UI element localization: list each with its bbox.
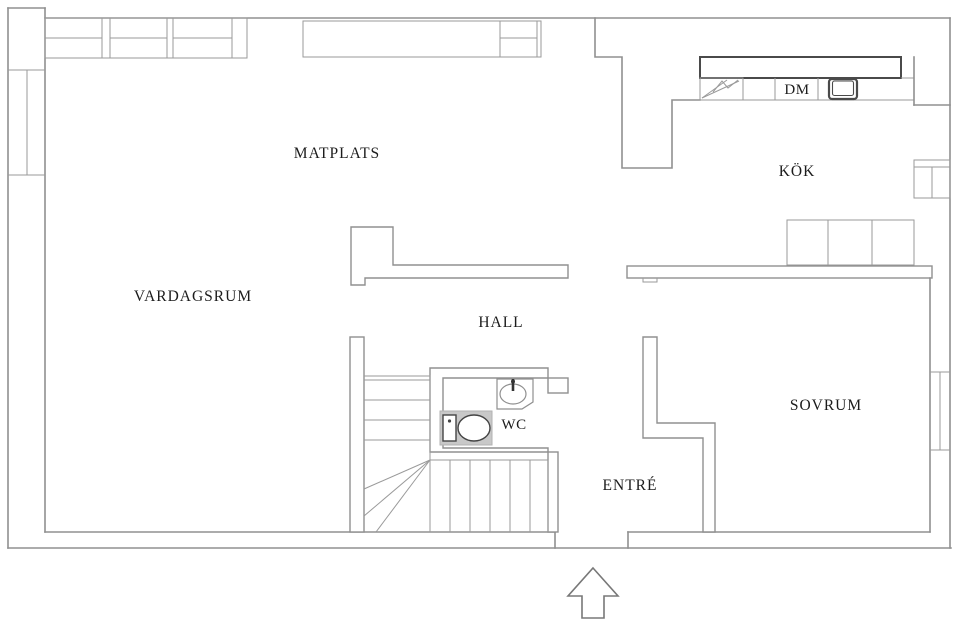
faucet-handle	[511, 379, 515, 384]
sovrum-north-wall	[626, 265, 933, 279]
washbasin	[496, 378, 534, 410]
window-left	[8, 69, 45, 176]
stair-winder	[363, 459, 431, 490]
stove-zigzag	[712, 79, 739, 93]
sink-outer	[827, 77, 859, 101]
stair-winder	[363, 459, 431, 517]
kitchen-counter	[699, 56, 902, 79]
chimney-wall	[594, 17, 701, 169]
entrance-arrow-icon	[566, 566, 620, 619]
toilet-tank	[442, 414, 457, 442]
stove-box	[699, 77, 744, 101]
stair-winder	[375, 459, 431, 533]
sideboard	[302, 20, 501, 58]
wc-wall-jog	[547, 377, 569, 394]
hall-divider-wall	[350, 226, 569, 286]
kitchen-lower-cabinets	[786, 219, 915, 266]
label-wc: WC	[501, 417, 526, 433]
room-labels: MATPLATS VARDAGSRUM KÖK DM HALL WC SOVRU…	[134, 82, 862, 494]
wc-room	[429, 367, 569, 533]
staircase	[349, 336, 549, 533]
toilet	[439, 410, 493, 446]
label-dishwasher: DM	[784, 82, 809, 98]
stove-hatch-line	[701, 79, 728, 99]
wardrobe-divider	[101, 17, 111, 59]
kitchen-sink	[827, 77, 859, 101]
sovrum-door-notch	[642, 278, 658, 283]
wardrobe-end-cabinet	[231, 17, 248, 59]
kitchen-fittings	[699, 56, 951, 266]
toilet-bowl	[457, 414, 491, 442]
wardrobe-divider	[166, 17, 174, 59]
wall-wardrobes-top	[44, 17, 542, 59]
sink-basin	[831, 80, 855, 97]
label-kok: KÖK	[779, 163, 816, 180]
stove-cabinet	[699, 77, 744, 101]
stair-west-wall	[349, 336, 365, 533]
toilet-flush-button	[447, 419, 452, 423]
label-entre: ENTRÉ	[603, 477, 658, 494]
entre-sovrum-wall	[642, 336, 716, 533]
cabinet	[499, 20, 538, 58]
window-right	[930, 371, 950, 451]
radiator	[913, 159, 951, 199]
label-matplats: MATPLATS	[294, 145, 380, 162]
cabinet-end-panel	[536, 20, 542, 58]
label-hall: HALL	[478, 314, 523, 331]
label-vardagsrum: VARDAGSRUM	[134, 288, 252, 305]
label-sovrum: SOVRUM	[790, 397, 862, 414]
entre-stair-wall	[547, 451, 559, 533]
cabinet-run	[786, 219, 915, 266]
sovrum-walls	[626, 265, 950, 533]
